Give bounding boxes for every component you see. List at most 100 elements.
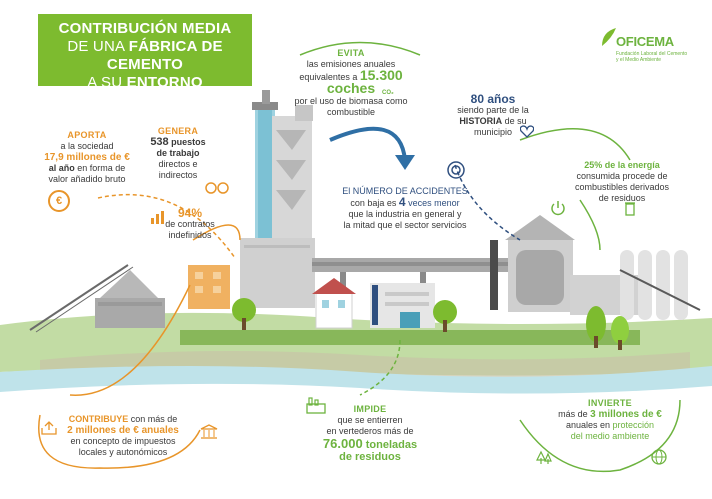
- accidentes-line-4: la mitad que el sector servicios: [343, 220, 467, 230]
- evita-line-2: equivalentes a 15.300 coches: [276, 67, 426, 96]
- contribuye-line-1-rest: con más de: [128, 414, 178, 424]
- contribuye-line-3: en concepto de impuestos: [70, 436, 176, 446]
- aporta-line-3: al año en forma de: [38, 163, 136, 174]
- energia-line-1-rest: de la energía: [602, 160, 660, 170]
- title-line-1: CONTRIBUCIÓN MEDIA: [58, 20, 232, 37]
- invierte-line-1: más de 3 millones de €: [548, 409, 672, 420]
- evita-line-1: las emisiones anuales: [306, 59, 396, 69]
- title-banner: CONTRIBUCIÓN MEDIA DE UNA FÁBRICA DE CEM…: [38, 14, 252, 91]
- invierte-line-2: anuales en protección: [548, 420, 672, 431]
- accidentes-line-2-post: veces menor: [405, 198, 460, 208]
- title-line-3-pre: A SU: [87, 74, 127, 91]
- aporta-line-3-bold: al año: [48, 163, 75, 173]
- energia-percent: 25%: [584, 160, 603, 170]
- title-line-2: DE UNA FÁBRICA DE CEMENTO: [38, 38, 252, 74]
- genera-line-1: 538 puestos: [138, 137, 218, 148]
- heart-icon: [519, 125, 535, 143]
- genera-line-3: directos e: [158, 159, 198, 169]
- genera-heading: GENERA: [157, 126, 199, 136]
- co2-icon: CO₂: [382, 90, 394, 96]
- energia-line-2: consumida procede de: [576, 171, 668, 181]
- factory-waste-icon: [305, 396, 327, 419]
- invierte-line-2-pre: anuales en: [565, 420, 613, 430]
- genera-line-6: de contratos: [165, 219, 215, 229]
- bin-icon: [624, 200, 636, 221]
- accidentes-line-2: con baja es 4 veces menor: [336, 195, 474, 209]
- logo-name: OFICEMA: [616, 34, 674, 49]
- aporta-heading: APORTA: [67, 130, 107, 140]
- evita-block: EVITA las emisiones anuales equivalentes…: [276, 48, 426, 118]
- contribuye-value: 2 millones de € anuales: [67, 425, 179, 436]
- contribuye-line-1: CONTRIBUYE con más de: [48, 414, 198, 425]
- evita-line-2-pre: equivalentes a: [299, 72, 360, 82]
- impide-line-4: de residuos: [339, 451, 401, 463]
- invierte-value: 3 millones de €: [590, 409, 662, 420]
- invierte-block: INVIERTE más de 3 millones de € anuales …: [548, 398, 672, 442]
- trees-icon: [536, 450, 552, 471]
- genera-jobs-value: 538: [150, 136, 169, 148]
- bar-chart-icon: [150, 210, 166, 224]
- power-icon: [550, 200, 566, 221]
- globe-icon: [650, 448, 668, 471]
- aporta-value-text: 17,9 millones de €: [44, 152, 130, 163]
- logo-line-1: Fundación Laboral del Cemento: [616, 51, 688, 57]
- impide-value: 76.000: [322, 436, 363, 451]
- anios-line-2-rest: de su: [502, 116, 527, 126]
- genera-block: GENERA 538 puestos de trabajo directos e…: [138, 126, 218, 181]
- evita-line-4: combustible: [326, 107, 376, 117]
- logo-line-2: y el Medio Ambiente: [616, 57, 662, 63]
- anios-block: 80 años siendo parte de la HISTORIA de s…: [448, 92, 538, 138]
- accidentes-value: 4: [398, 195, 406, 209]
- target-icon: [446, 160, 466, 185]
- energia-line-4: de residuos: [598, 193, 646, 203]
- title-line-2-bold: FÁBRICA DE CEMENTO: [106, 38, 223, 73]
- leaf-logo-icon: [602, 28, 616, 46]
- accidentes-line-1: El NÚMERO DE ACCIDENTES: [342, 186, 468, 196]
- invierte-line-1-pre: más de: [558, 409, 591, 419]
- contribuye-block: CONTRIBUYE con más de 2 millones de € an…: [48, 414, 198, 458]
- aporta-value: 17,9 millones de €: [38, 152, 136, 163]
- title-line-3-bold: ENTORNO: [126, 74, 203, 91]
- euro-icon: €: [48, 190, 70, 212]
- impide-line-1: que se entierren: [337, 415, 403, 425]
- title-line-3: A SU ENTORNO: [38, 74, 252, 92]
- anios-line-2-bold: HISTORIA: [459, 116, 503, 126]
- aporta-line-4: valor añadido bruto: [48, 174, 126, 184]
- upload-icon: [40, 420, 58, 441]
- people-icon: [205, 180, 229, 196]
- energia-block: 25% de la energía consumida procede de c…: [562, 160, 682, 204]
- evita-heading: EVITA: [337, 48, 365, 58]
- impide-line-3-rest: toneladas: [362, 439, 418, 451]
- energia-line-1: 25% de la energía: [562, 160, 682, 171]
- energia-line-3: combustibles derivados: [574, 182, 670, 192]
- aporta-block: APORTA a la sociedad 17,9 millones de € …: [38, 130, 136, 185]
- impide-line-3: 76.000 toneladas: [310, 437, 430, 452]
- genera-line-4: indirectos: [158, 170, 198, 180]
- title-line-2-pre: DE UNA: [67, 38, 129, 55]
- genera-line-7: indefinidos: [168, 230, 212, 240]
- aporta-line-3-rest: en forma de: [74, 163, 126, 173]
- anios-value: 80 años: [470, 92, 516, 106]
- evita-line-3: por el uso de biomasa como: [294, 96, 408, 106]
- contribuye-line-4: locales y autonómicos: [78, 447, 168, 457]
- evita-cars-value: 15.300 coches: [326, 67, 403, 96]
- institution-icon: [200, 424, 218, 445]
- accidentes-line-3: que la industria en general y: [348, 209, 462, 219]
- anios-line-3: municipio: [473, 127, 513, 137]
- genera-line-2: de trabajo: [156, 148, 200, 158]
- impide-heading: IMPIDE: [353, 404, 387, 414]
- impide-line-2: en vertederos más de: [326, 426, 414, 436]
- anios-line-1: siendo parte de la: [457, 105, 529, 115]
- invierte-line-2-colored: protección: [612, 420, 655, 430]
- contracts-block: 94% de contratos indefinidos: [160, 206, 220, 241]
- aporta-line-1: a la sociedad: [60, 141, 114, 151]
- invierte-line-3: del medio ambiente: [570, 431, 650, 441]
- contribuye-heading: CONTRIBUYE: [68, 414, 129, 424]
- accidentes-line-2-pre: con baja es: [350, 198, 399, 208]
- anios-line-2: HISTORIA de su: [448, 116, 538, 127]
- genera-line-1-rest: puestos: [168, 137, 206, 147]
- accidentes-block: El NÚMERO DE ACCIDENTES con baja es 4 ve…: [336, 186, 474, 231]
- contracts-percent: 94%: [177, 206, 203, 220]
- impide-block: IMPIDE que se entierren en vertederos má…: [310, 404, 430, 463]
